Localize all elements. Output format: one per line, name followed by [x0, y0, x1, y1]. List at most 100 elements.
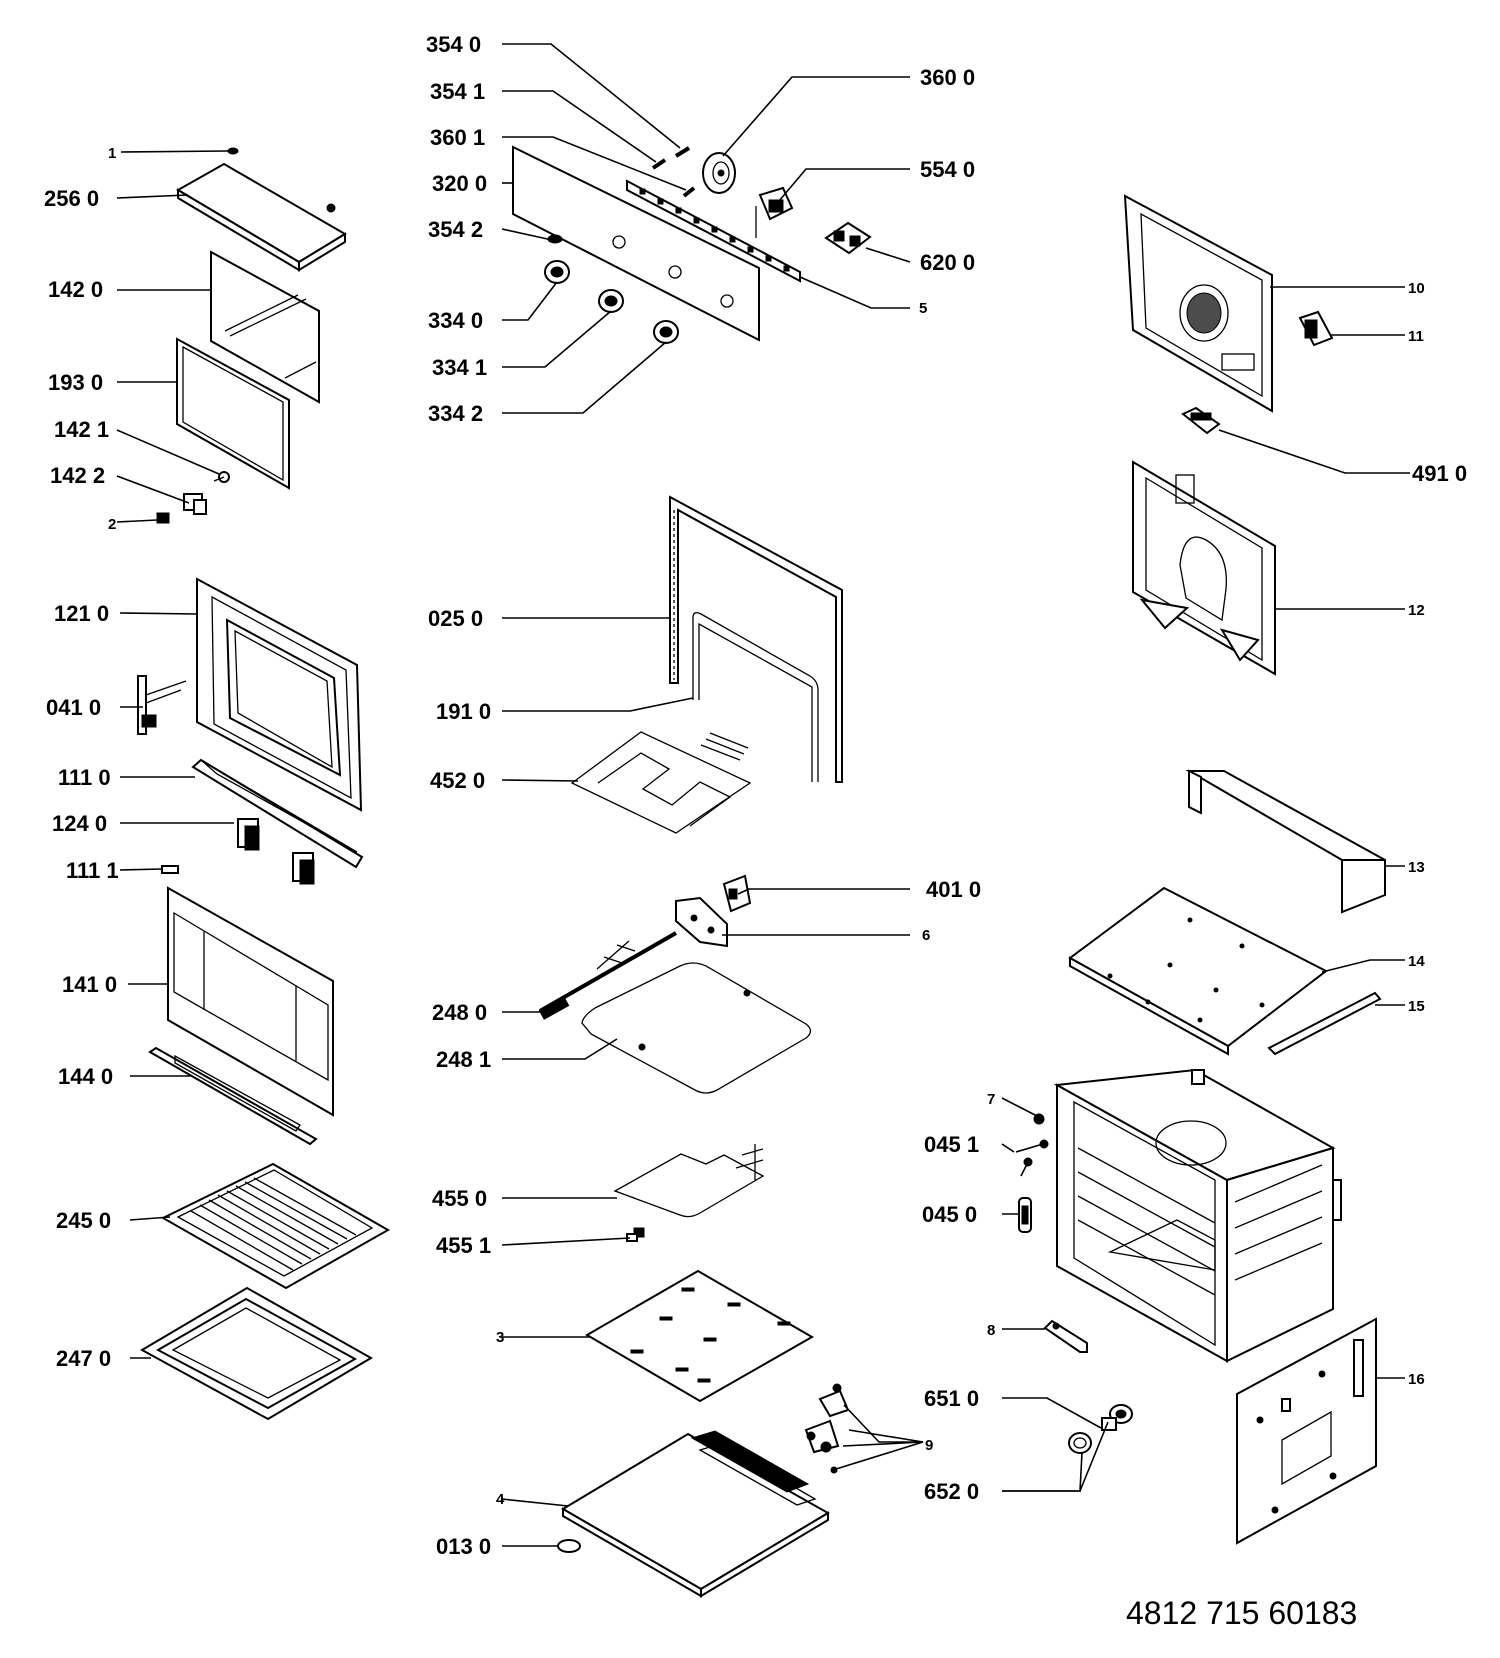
part-16-side-panel — [1236, 1317, 1377, 1545]
callout-334-2: 334 2 — [428, 401, 483, 426]
callout-452-0: 452 0 — [430, 768, 485, 793]
part-245-wire-shelf — [160, 1162, 391, 1290]
part-193-glass-frame — [176, 337, 290, 490]
callout-652-0: 652 0 — [924, 1479, 979, 1504]
callout-142-2: 142 2 — [50, 463, 105, 488]
part-354-0-knob-spindle — [674, 146, 691, 158]
part-041-door-hinge — [137, 675, 187, 735]
callout-7: 7 — [987, 1091, 995, 1108]
document-number: 4812 715 60183 — [1126, 1595, 1358, 1631]
callout-8: 8 — [987, 1322, 995, 1339]
part-121-outer-door-frame — [196, 577, 363, 812]
part-3-bottom-plate — [585, 1269, 815, 1403]
part-8-bracket — [1043, 1319, 1088, 1353]
part-oven-cavity — [1053, 1068, 1342, 1363]
part-455-1-clip — [626, 1227, 645, 1242]
callout-142-1: 142 1 — [54, 417, 109, 442]
callout-491-0: 491 0 — [1412, 461, 1467, 486]
part-620-terminal-block — [824, 221, 872, 255]
callout-354-2: 354 2 — [428, 217, 483, 242]
callout-191-0: 191 0 — [436, 699, 491, 724]
part-144-bottom-strip — [148, 1046, 318, 1146]
part-334-0-knob — [544, 260, 570, 284]
part-4-base-plate — [561, 1430, 830, 1598]
callout-247-0: 247 0 — [56, 1346, 111, 1371]
callout-9: 9 — [925, 1437, 933, 1454]
callout-334-0: 334 0 — [428, 308, 483, 333]
callout-144-0: 144 0 — [58, 1064, 113, 1089]
callout-248-1: 248 1 — [436, 1047, 491, 1072]
part-124-handle-brackets — [237, 818, 315, 885]
part-247-baking-tray — [139, 1286, 373, 1421]
callout-193-0: 193 0 — [48, 370, 103, 395]
callout-354-1: 354 1 — [430, 79, 485, 104]
part-554-thermostat — [755, 186, 794, 238]
part-142-inner-glass — [210, 250, 320, 404]
part-025-oven-seal-frame — [669, 495, 843, 783]
part-10-back-panel — [1123, 194, 1273, 413]
callout-320-0: 320 0 — [432, 171, 487, 196]
callout-045-0: 045 0 — [922, 1202, 977, 1227]
callout-025-0: 025 0 — [428, 606, 483, 631]
part-9-fasteners — [804, 1383, 850, 1474]
part-360-0-timer — [702, 152, 736, 194]
part-013-foot — [557, 1539, 581, 1553]
callout-455-0: 455 0 — [432, 1186, 487, 1211]
part-452-grill-element — [570, 731, 752, 834]
callout-111-0: 111 0 — [58, 765, 111, 790]
part-15-rail — [1267, 991, 1382, 1056]
callout-334-1: 334 1 — [432, 355, 487, 380]
callout-111-1: 111 1 — [66, 858, 119, 883]
part-248-1-rotisserie-frame — [581, 962, 812, 1094]
callout-013-0: 013 0 — [436, 1534, 491, 1559]
part-045-0-latch — [1018, 1197, 1032, 1233]
callout-13: 13 — [1408, 859, 1425, 876]
part-045-1-screws — [1015, 1139, 1049, 1177]
part-334-1-knob — [598, 289, 624, 313]
part-491-terminal — [1181, 406, 1221, 435]
callout-620-0: 620 0 — [920, 250, 975, 275]
callout-1: 1 — [108, 145, 116, 162]
callout-045-1: 045 1 — [924, 1132, 979, 1157]
part-14-cavity-top-plate — [1068, 886, 1328, 1056]
callout-360-0: 360 0 — [920, 65, 975, 90]
callout-141-0: 141 0 — [62, 972, 117, 997]
part-142-1-clip — [213, 471, 230, 483]
leader-lines — [116, 43, 1410, 1547]
callout-455-1: 455 1 — [436, 1233, 491, 1258]
callout-248-0: 248 0 — [432, 1000, 487, 1025]
part-111-1-end-cap — [161, 865, 179, 874]
part-11-connector — [1298, 310, 1334, 347]
part-401-thermal-cutout — [722, 874, 752, 913]
part-455-0-bottom-element — [613, 1144, 765, 1218]
callout-142-0: 142 0 — [48, 277, 103, 302]
part-1-screw — [227, 147, 239, 155]
callout-245-0: 245 0 — [56, 1208, 111, 1233]
callout-041-0: 041 0 — [46, 695, 101, 720]
part-111-handle — [191, 758, 364, 869]
part-2-clip — [156, 512, 170, 524]
callout-651-0: 651 0 — [924, 1386, 979, 1411]
part-13-top-cover — [1185, 769, 1386, 914]
part-142-2-hinge-block — [183, 493, 207, 515]
callout-10: 10 — [1408, 280, 1425, 297]
callout-6: 6 — [922, 927, 930, 944]
callout-2: 2 — [108, 516, 116, 533]
callout-3: 3 — [496, 1329, 504, 1346]
part-320-control-panel — [512, 145, 760, 342]
callout-554-0: 554 0 — [920, 157, 975, 182]
callout-360-1: 360 1 — [430, 125, 485, 150]
part-12-fan-housing-bracket — [1132, 460, 1276, 676]
part-360-1-knob-spindle — [682, 186, 696, 198]
callout-121-0: 121 0 — [54, 601, 109, 626]
part-191-door-seal — [692, 612, 819, 782]
callout-11: 11 — [1408, 328, 1424, 345]
callout-354-0: 354 0 — [426, 32, 481, 57]
part-354-1-knob-spindle — [651, 158, 667, 170]
part-5-switch-strip — [626, 179, 801, 283]
part-6-bracket — [675, 896, 728, 948]
callout-401-0: 401 0 — [926, 877, 981, 902]
callout-5: 5 — [919, 300, 927, 317]
